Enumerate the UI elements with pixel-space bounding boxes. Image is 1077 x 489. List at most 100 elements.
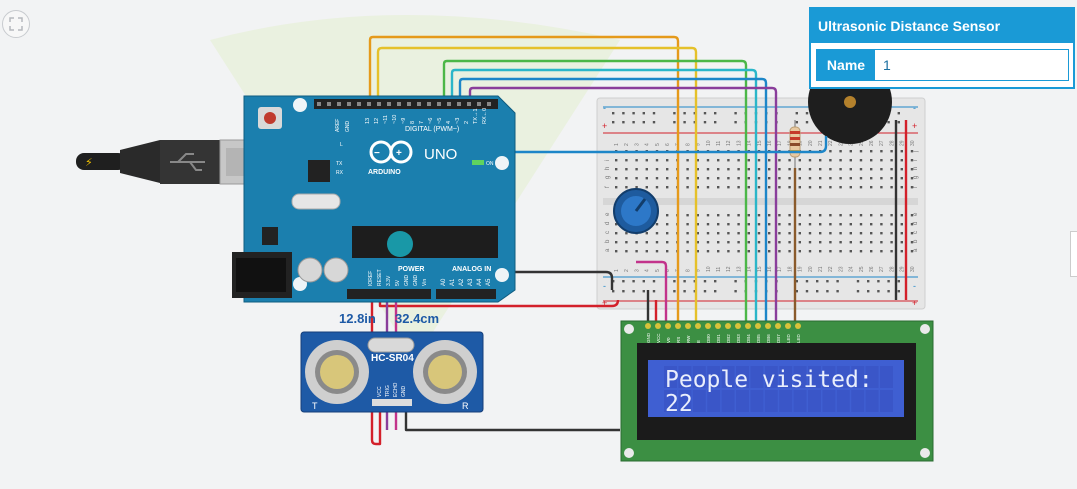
- svg-text:+: +: [396, 148, 402, 159]
- breadboard-col-number: 2: [624, 143, 630, 146]
- breadboard-row-letter: i: [913, 160, 919, 161]
- arduino-logo-icon: − +: [369, 140, 413, 164]
- digital-pin-label: 8: [410, 121, 416, 124]
- rail-minus-label: -: [913, 281, 916, 291]
- gnd-label: GND: [345, 121, 351, 133]
- power-pin-label: GND: [413, 275, 419, 287]
- breadboard-row-letter: g: [605, 176, 611, 179]
- digital-header: [314, 99, 498, 109]
- wire-red-sensor: [370, 300, 382, 446]
- tx-led-label: TX: [336, 161, 343, 167]
- breadboard-row-letter: e: [913, 212, 919, 216]
- digital-pin-label: ~5: [437, 118, 443, 124]
- lcd-pin: [695, 323, 701, 329]
- analog-pin-label: A5: [486, 278, 492, 286]
- wire-blue-buzzer: [496, 136, 828, 154]
- breadboard-col-number: 30: [910, 140, 916, 146]
- wires[interactable]: [368, 35, 908, 446]
- power-pin-label: RESET: [377, 269, 383, 286]
- analog-pin-label: A4: [477, 278, 483, 286]
- breadboard-col-number: 28: [889, 266, 895, 272]
- power-pin-label: IOREF: [368, 271, 374, 286]
- sensor-pin-label: VCC: [377, 386, 383, 397]
- breadboard-col-number: 25: [859, 266, 865, 272]
- rail-plus-label: +: [912, 298, 917, 308]
- analog-pin-label: A3: [468, 278, 474, 286]
- breadboard-col-number: 17: [777, 140, 783, 146]
- analog-pin-label: A2: [459, 278, 465, 286]
- digital-pin-label: 7: [419, 121, 425, 124]
- breadboard-col-number: 18: [787, 266, 793, 272]
- breadboard-col-number: 16: [767, 140, 773, 146]
- arduino-uno[interactable]: − + ARDUINO UNO DIGITAL (PWM~) ANALOG IN…: [232, 95, 516, 303]
- breadboard-col-number: 11: [716, 267, 722, 272]
- lcd-pin-label: RW: [686, 335, 691, 343]
- breadboard-col-number: 4: [645, 269, 651, 272]
- digital-pin-label: ~11: [383, 115, 389, 124]
- breadboard-col-number: 28: [889, 140, 895, 146]
- power-pin-label: Vin: [422, 279, 428, 286]
- lcd-pin-label: DB0: [706, 334, 711, 343]
- lcd-pin-label: DB4: [746, 334, 751, 343]
- side-panel-handle[interactable]: [1070, 231, 1077, 277]
- breadboard-row-letter: c: [913, 231, 919, 234]
- digital-pin-label: 13: [365, 118, 371, 124]
- breadboard-col-number: 8: [685, 143, 691, 146]
- lcd-pin: [705, 323, 711, 329]
- breadboard-col-number: 15: [757, 140, 763, 146]
- potentiometer[interactable]: [613, 188, 659, 234]
- digital-pin-label: 2: [464, 121, 470, 124]
- breadboard-row-letter: f: [605, 186, 611, 188]
- breadboard-col-number: 4: [645, 143, 651, 146]
- digital-pin-label: ~9: [401, 118, 407, 124]
- sensor-r-label: R: [462, 401, 469, 411]
- rail-minus-label: -: [603, 103, 606, 113]
- breadboard-col-number: 22: [828, 266, 834, 272]
- breadboard-col-number: 3: [634, 143, 640, 146]
- rail-plus-label: +: [912, 121, 917, 131]
- lcd-pin: [715, 323, 721, 329]
- name-property-row: Name: [816, 49, 1069, 81]
- lcd-pin: [665, 323, 671, 329]
- name-input[interactable]: [879, 52, 1065, 78]
- breadboard-row-letter: a: [605, 248, 611, 252]
- breadboard-col-number: 26: [869, 266, 875, 272]
- breadboard-col-number: 17: [777, 266, 783, 272]
- aref-label: AREF: [335, 119, 341, 132]
- lcd-pin-label: DB3: [736, 334, 741, 343]
- analog-pin-label: A0: [441, 278, 447, 286]
- breadboard-col-number: 19: [798, 140, 804, 146]
- fullscreen-icon: [9, 17, 23, 31]
- lightning-icon: ⚡: [85, 156, 93, 169]
- wire-green: [442, 59, 748, 325]
- breadboard-col-number: 5: [655, 143, 661, 146]
- breadboard-row-letter: e: [605, 212, 611, 216]
- breadboard-row-letter: b: [913, 239, 919, 243]
- breadboard-col-number: 12: [726, 266, 732, 272]
- distance-reading-cm: 32.4cm: [395, 311, 439, 326]
- digital-pin-label: ~10: [392, 115, 398, 124]
- breadboard-col-number: 29: [900, 266, 906, 272]
- analog-pin-label: A1: [450, 278, 456, 286]
- on-led: [472, 160, 484, 165]
- lcd-pin-label: LED: [796, 333, 801, 343]
- breadboard-col-number: 10: [706, 266, 712, 272]
- arduino-model: UNO: [424, 146, 457, 163]
- digital-pin-label: ~6: [428, 118, 434, 124]
- wire-yellow: [376, 46, 698, 325]
- lcd-pin: [775, 323, 781, 329]
- rail-plus-label: +: [602, 121, 607, 131]
- fullscreen-button[interactable]: [2, 10, 30, 38]
- lcd-pin: [725, 323, 731, 329]
- lcd-pin: [685, 323, 691, 329]
- breadboard-row-letter: b: [605, 239, 611, 243]
- wire-cyan: [450, 68, 758, 325]
- breadboard-col-number: 9: [696, 269, 702, 272]
- on-label: ON: [486, 161, 494, 167]
- lcd-pin-label: DB6: [766, 334, 771, 343]
- digital-pin-label: 12: [374, 118, 380, 124]
